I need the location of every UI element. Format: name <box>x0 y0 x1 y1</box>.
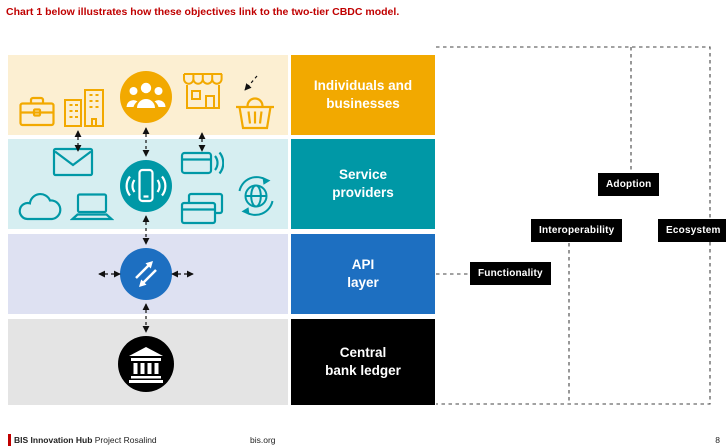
briefcase-icon <box>19 96 55 127</box>
footer-page-number: 8 <box>715 435 720 445</box>
objective-adoption: Adoption <box>598 173 660 196</box>
globe-sync-icon <box>238 176 274 216</box>
buildings-icon <box>64 89 104 127</box>
exchange-arrows-icon <box>135 261 157 287</box>
tier-label-service-providers: Service providers <box>291 139 435 229</box>
footer-org: BIS Innovation Hub <box>14 435 93 445</box>
envelope-icon <box>52 147 94 177</box>
basket-icon <box>236 97 274 130</box>
footer-project: Project Rosalind <box>94 435 157 445</box>
contactless-card-icon <box>180 151 224 175</box>
api-circle <box>120 248 172 300</box>
central-bank-circle <box>118 336 174 392</box>
bank-icon <box>129 347 163 383</box>
tier-label-api-layer: API layer <box>291 234 435 314</box>
laptop-icon <box>70 193 114 221</box>
footer-org-project: BIS Innovation Hub Project Rosalind <box>14 435 157 445</box>
objective-ecosystem: Ecosystem <box>658 219 726 242</box>
shop-icon <box>183 73 223 109</box>
objective-functionality: Functionality <box>470 262 551 285</box>
smartphone-icon <box>125 168 167 203</box>
cloud-icon <box>18 192 62 221</box>
credit-cards-icon <box>180 192 224 225</box>
tier-label-central-bank: Central bank ledger <box>291 319 435 405</box>
footer-red-bar <box>8 434 11 446</box>
tier-label-individuals: Individuals and businesses <box>291 55 435 135</box>
people-icon <box>126 82 166 108</box>
chart-caption: Chart 1 below illustrates how these obje… <box>6 6 400 18</box>
smartphone-circle <box>120 160 172 212</box>
page-footer: BIS Innovation Hub Project Rosalind bis.… <box>0 431 726 448</box>
people-circle <box>120 71 172 123</box>
footer-site: bis.org <box>250 435 276 445</box>
objective-interoperability: Interoperability <box>531 219 623 242</box>
